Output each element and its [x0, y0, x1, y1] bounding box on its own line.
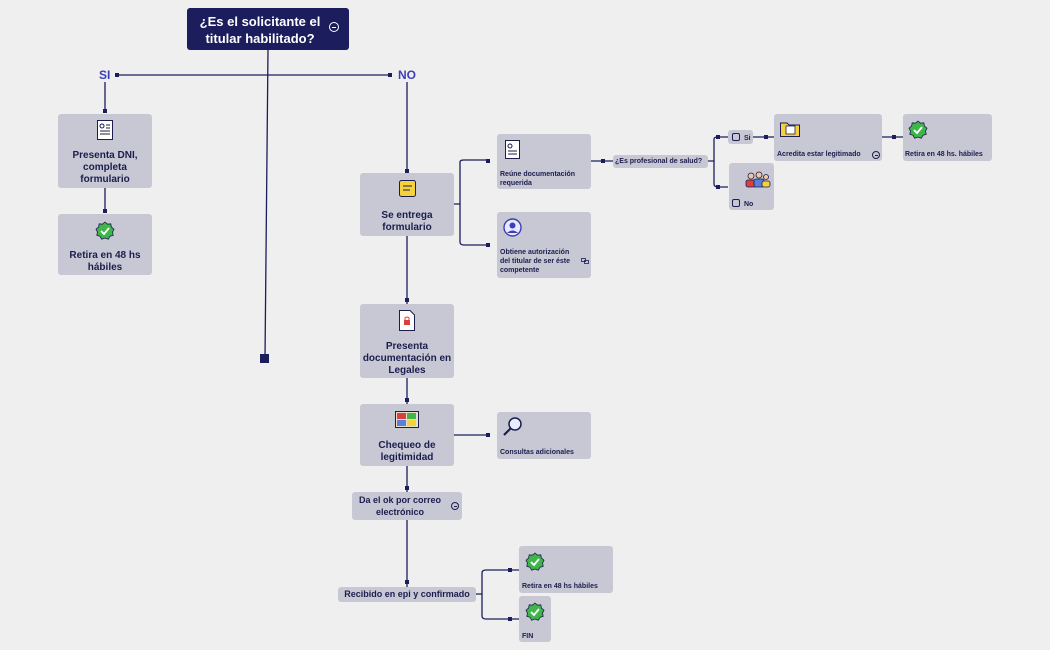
node-fin[interactable]: FIN	[519, 596, 551, 642]
node-reune-documentacion[interactable]: Reúne documentación requerida	[497, 134, 591, 189]
node-label: Recibido en epi y confirmado	[344, 589, 470, 599]
checkbox-icon[interactable]	[732, 133, 740, 141]
option-no[interactable]: No	[729, 163, 774, 210]
node-presenta-legales[interactable]: Presenta documentación en Legales	[360, 304, 454, 378]
collapse-icon[interactable]	[451, 502, 459, 510]
node-label: Reúne documentación requerida	[500, 171, 576, 187]
node-recibido[interactable]: Recibido en epi y confirmado	[338, 587, 476, 602]
document-icon	[505, 140, 520, 159]
node-presenta-dni[interactable]: Presenta DNI, completa formulario	[58, 114, 152, 188]
id-card-icon	[97, 120, 113, 140]
node-label: Consultas adicionales	[500, 449, 574, 456]
magnifier-icon	[503, 417, 522, 436]
node-label: Retira en 48 hs. hábiles	[905, 151, 983, 158]
node-label: Retira en 48 hs hábiles	[69, 250, 141, 273]
node-label: Obtiene autorización del titular de ser …	[500, 249, 571, 274]
node-label: Presenta documentación en Legales	[362, 341, 452, 376]
node-retira-left[interactable]: Retira en 48 hs hábiles	[58, 214, 152, 275]
node-label: Retira en 48 hs hábiles	[522, 583, 598, 590]
option-label: No	[744, 201, 754, 208]
node-label: Presenta DNI, completa formulario	[72, 150, 138, 185]
link-icon	[581, 258, 589, 264]
node-chequeo[interactable]: Chequeo de legitimidad	[360, 404, 454, 466]
people-icon	[745, 171, 771, 188]
node-label: ¿Es profesional de salud?	[615, 158, 703, 165]
note-icon	[399, 180, 416, 197]
root-question-node[interactable]: ¿Es el solicitante el titular habilitado…	[187, 8, 349, 50]
branch-no-label: NO	[398, 68, 416, 82]
check-badge-icon	[95, 221, 115, 240]
folder-icon	[780, 122, 800, 137]
node-label: Acredita estar legitimado	[777, 151, 861, 158]
node-acredita[interactable]: Acredita estar legitimado	[774, 114, 882, 161]
check-badge-icon	[908, 120, 928, 139]
node-label: Se entrega formulario	[381, 210, 433, 233]
node-consultas[interactable]: Consultas adicionales	[497, 412, 591, 459]
node-label: FIN	[522, 633, 534, 640]
checkbox-icon[interactable]	[732, 199, 740, 207]
node-label: Chequeo de legitimidad	[378, 440, 436, 463]
option-si[interactable]: Si	[728, 130, 753, 144]
user-circle-icon	[503, 218, 522, 237]
node-es-profesional[interactable]: ¿Es profesional de salud?	[613, 155, 708, 168]
node-retira-right[interactable]: Retira en 48 hs. hábiles	[903, 114, 992, 161]
lock-document-icon	[399, 310, 415, 331]
collapse-toggle-icon[interactable]	[329, 22, 339, 32]
node-obtiene-autorizacion[interactable]: Obtiene autorización del titular de ser …	[497, 212, 591, 278]
check-badge-icon	[525, 602, 545, 621]
node-da-ok[interactable]: Da el ok por correo electrónico	[352, 492, 462, 520]
branch-si-label: SI	[99, 68, 111, 82]
option-label: Si	[744, 135, 751, 142]
collapse-icon[interactable]	[872, 151, 880, 159]
check-badge-icon	[525, 552, 545, 571]
node-se-entrega[interactable]: Se entrega formulario	[360, 173, 454, 236]
root-question-text: ¿Es el solicitante el titular habilitado…	[199, 14, 321, 46]
node-retira-bottom[interactable]: Retira en 48 hs hábiles	[519, 546, 613, 593]
node-label: Da el ok por correo electrónico	[358, 495, 442, 517]
checklist-icon	[395, 411, 419, 428]
